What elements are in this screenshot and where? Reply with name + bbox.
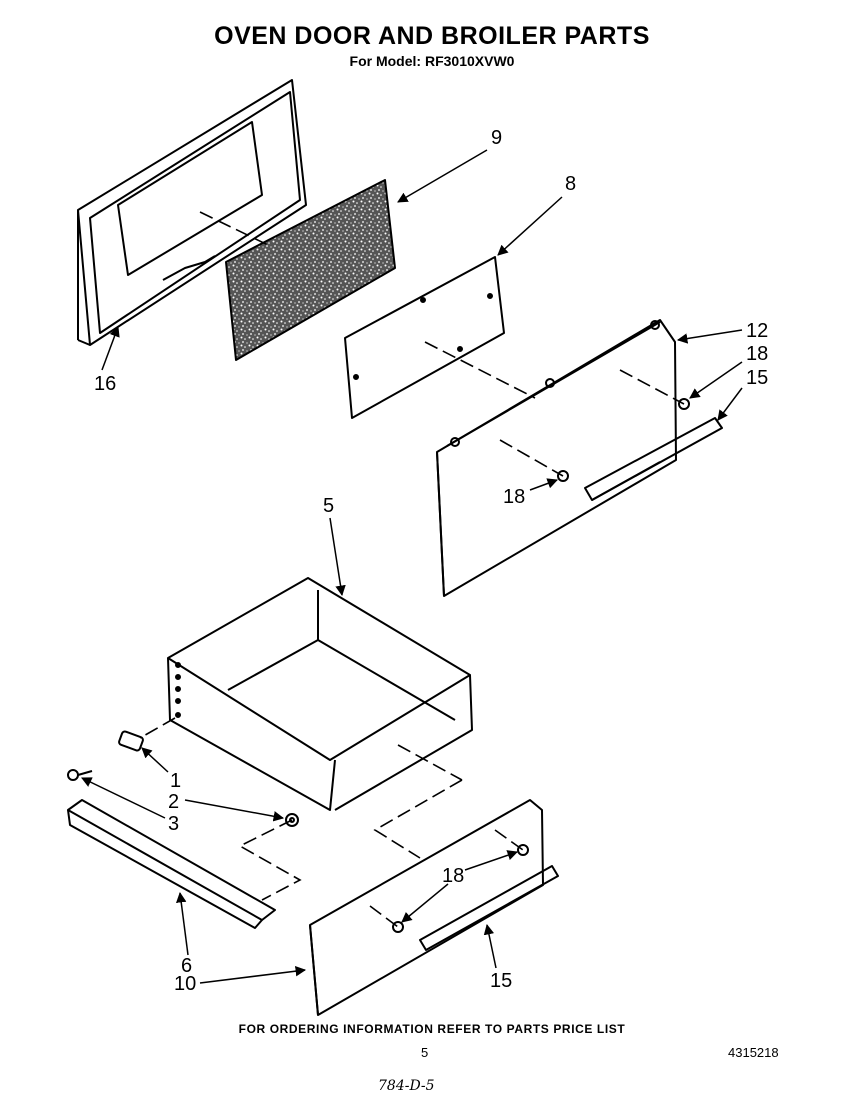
callout-6: 6 (181, 955, 192, 977)
part-nut (285, 813, 299, 827)
document-part-number: 4315218 (728, 1045, 779, 1060)
assembly-lines (139, 211, 685, 928)
callout-9: 9 (491, 127, 502, 149)
callout-15-top: 15 (746, 367, 768, 389)
callout-18-top-left: 18 (503, 486, 525, 508)
part-handle-screws-bottom (392, 844, 529, 933)
part-outer-oven-door (436, 319, 677, 597)
part-broiler-drawer (167, 577, 473, 811)
page-number: 5 (421, 1045, 429, 1060)
callout-18-bottom: 18 (442, 865, 464, 887)
part-screw (67, 769, 93, 781)
part-glide-clip (118, 730, 144, 752)
callout-2: 2 (168, 791, 179, 813)
callout-5: 5 (323, 495, 334, 517)
callout-leaders (81, 149, 743, 984)
callout-3: 3 (168, 813, 179, 835)
callout-16: 16 (94, 373, 116, 395)
ordering-note: FOR ORDERING INFORMATION REFER TO PARTS … (238, 1022, 626, 1036)
callout-10: 10 (174, 973, 196, 995)
part-drawer-trim (67, 799, 276, 929)
part-insulation-pad (225, 179, 396, 361)
callout-12: 12 (746, 320, 768, 342)
part-inner-door-frame (77, 79, 307, 346)
callout-18-top-right: 18 (746, 343, 768, 365)
part-handle-screws-top (557, 398, 690, 482)
handwritten-code: 784-D-5 (378, 1078, 435, 1094)
callout-1: 1 (170, 770, 181, 792)
part-oven-door-handle (584, 417, 723, 501)
page-title: OVEN DOOR AND BROILER PARTS (214, 22, 650, 50)
callout-8: 8 (565, 173, 576, 195)
model-subtitle: For Model: RF3010XVW0 (349, 53, 515, 69)
part-inner-panel (344, 256, 505, 419)
callout-15-bottom: 15 (490, 970, 512, 992)
part-broiler-panel (309, 799, 544, 1016)
part-broiler-handle (419, 865, 559, 951)
